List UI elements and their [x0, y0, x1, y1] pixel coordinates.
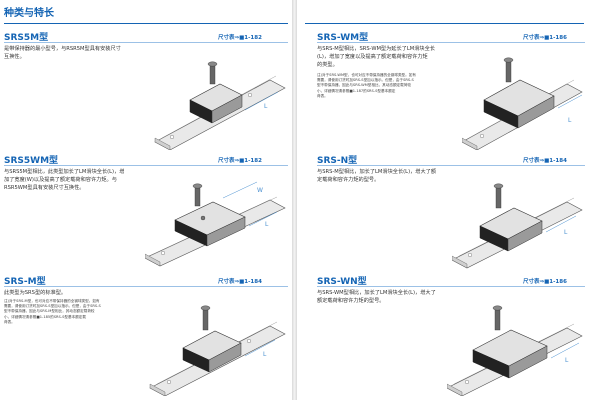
section-title: SRS5M型 [4, 33, 49, 43]
section-rule [4, 286, 288, 287]
section-rule [317, 165, 585, 166]
description-line: 的类型。 [317, 62, 338, 68]
description-line: 额定载荷和容许力矩的型号。 [317, 298, 385, 304]
note-line: 荷表。 [4, 319, 15, 324]
section-rule [4, 42, 288, 43]
section-title: SRS5WM型 [4, 156, 59, 166]
width-label: W [257, 187, 263, 194]
section-rule [4, 165, 288, 166]
dimension-table-link[interactable]: 尺寸表⇒■1-186 [523, 279, 567, 285]
length-label: L [265, 221, 269, 228]
description-line: 与SRS-M型相比，加长了LM滑块全长(L)，增大了额 [317, 169, 437, 175]
note-line: 注)对于SRS-WM型，也可对应不带保持器的全钢球类型。如有 [317, 73, 416, 77]
dimension-table-link[interactable]: 尺寸表⇒■1-186 [523, 35, 567, 41]
header-rule [4, 23, 288, 24]
description-line: 互换性。 [4, 54, 25, 60]
dimension-table-link[interactable]: 尺寸表⇒■1-182 [218, 158, 262, 164]
srs5m-guide-diagram: L [154, 61, 286, 150]
dimension-table-link[interactable]: 尺寸表⇒■1-184 [523, 158, 567, 164]
book-spine [292, 0, 297, 400]
section-title: SRS-WN型 [317, 277, 367, 287]
section-title: SRS-N型 [317, 156, 358, 166]
srs-m-guide-diagram: L [149, 305, 286, 396]
section-rule [317, 42, 585, 43]
note-line: 小，详细情况请参照■1-185的SRS-S型基本额定载 [4, 314, 86, 319]
length-label: L [568, 117, 572, 124]
description-line: RSR5WM型具有安装尺寸互换性。 [4, 185, 85, 191]
description-line: 此类型为SRS型的标准型。 [4, 290, 67, 296]
srs-wm-guide-diagram: L [462, 57, 583, 150]
section-title: SRS-WM型 [317, 33, 369, 43]
srs5wm-guide-diagram: L W [145, 181, 286, 267]
note-line: 小，详细情况请参照■1-187的SRS-S型基本额定 [317, 88, 396, 93]
note-line: 型不带保持器，因此与SRS-WM型相比，其动态额定载荷较 [317, 83, 411, 88]
length-label: L [264, 103, 268, 110]
description-line: 定载荷和容许力矩的型号。 [317, 177, 380, 183]
section-title: SRS-M型 [4, 277, 46, 287]
length-label: L [263, 351, 267, 358]
note-line: 型不带保持器，因此与SRS-M型相比，其动态额定载荷较 [4, 309, 95, 314]
description-line: 是带保持器的最小型号，与RSR5M型具有安装尺寸 [4, 46, 121, 52]
length-label: L [565, 357, 569, 364]
header-rule [305, 23, 584, 24]
page-header-title: 种类与特长 [4, 8, 54, 19]
dimension-table-link[interactable]: 尺寸表⇒■1-184 [218, 279, 262, 285]
description-line: 与SRS-M型相比，SRS-WM型为延长了LM滑块全长 [317, 46, 435, 52]
left-page: 种类与特长 SRS5M型 尺寸表⇒■1-182 是带保持器的最小型号，与RSR5… [0, 0, 292, 400]
note-line: 荷表。 [317, 93, 328, 98]
srs-n-guide-diagram: L [452, 183, 583, 269]
section-rule [317, 286, 585, 287]
description-line: 加了宽度(W)以及提高了额定载荷和容许力矩。与 [4, 177, 117, 183]
length-label: L [564, 229, 568, 236]
right-page: SRS-WM型 尺寸表⇒■1-186 与SRS-M型相比，SRS-WM型为延长了… [297, 0, 589, 400]
description-line: (L)，增加了宽度以及提高了额定载荷和容许力矩 [317, 54, 428, 60]
description-line: 与SRS5M型相比，此类型加长了LM滑块全长(L)，增 [4, 169, 125, 175]
note-line: 需要，请使用订货时加SRS-S型加以指示。但是，由于SRS-S [317, 78, 414, 83]
note-line: 注)对于SRS-M型，也可对应不带保持器的全钢球类型。如有 [4, 299, 100, 303]
dimension-table-link[interactable]: 尺寸表⇒■1-182 [218, 35, 262, 41]
description-line: 与SRS-WM型相比，加长了LM滑块全长(L)，增大了 [317, 290, 436, 296]
note-line: 需要，请使用订货时加SRS-S型加以指示。但是，由于SRS-S [4, 304, 101, 309]
srs-wn-guide-diagram: L [447, 305, 583, 396]
